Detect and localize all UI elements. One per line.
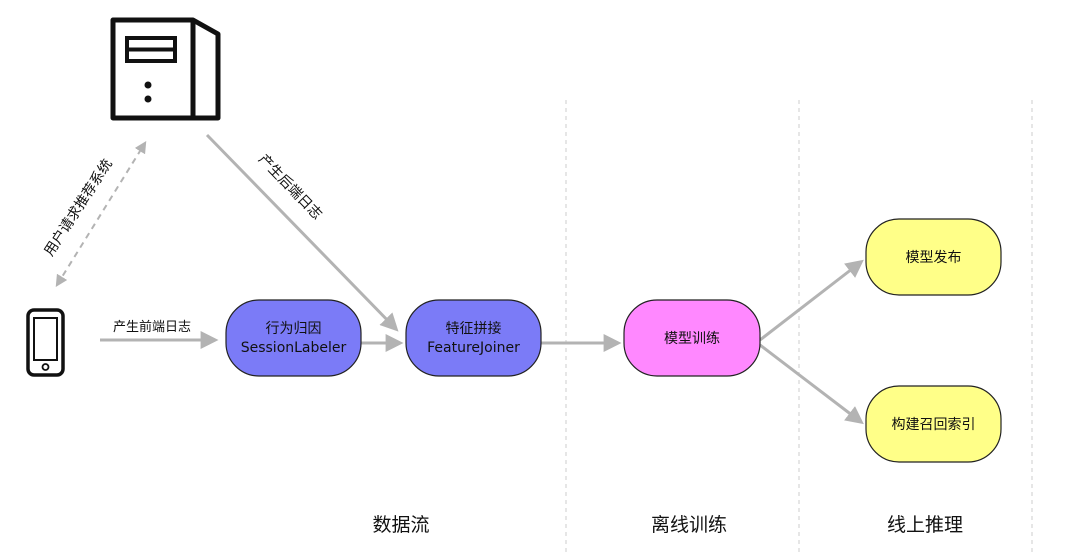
node-model-training: 模型训练 [623, 299, 761, 377]
edges [55, 133, 864, 425]
section-label-data-flow: 数据流 [372, 514, 429, 536]
section-dividers [565, 100, 1033, 553]
node-label: 模型训练 [664, 331, 720, 347]
section-label-online-inference: 线上推理 [887, 514, 963, 536]
node-shape [623, 299, 761, 377]
edge-training-to-publish [759, 259, 864, 342]
node-shape [405, 299, 542, 377]
node-label-en: FeatureJoiner [427, 340, 520, 356]
edge-user-request [55, 140, 147, 288]
node-label-cn: 特征拼接 [446, 320, 502, 337]
edge-backend-log [205, 133, 399, 332]
node-label-cn: 行为归因 [266, 320, 322, 337]
node-label: 构建召回索引 [892, 416, 976, 433]
node-session-labeler: 行为归因 SessionLabeler [225, 299, 362, 377]
node-label: 模型发布 [906, 250, 962, 266]
node-feature-joiner: 特征拼接 FeatureJoiner [405, 299, 542, 377]
edge-training-to-index [759, 343, 864, 425]
edge-label-backend-log: 产生后端日志 [255, 151, 325, 223]
node-shape [865, 218, 1002, 296]
edge-label-frontend-log: 产生前端日志 [113, 319, 191, 335]
node-shape [225, 299, 362, 377]
node-model-publish: 模型发布 [865, 218, 1002, 296]
node-build-index: 构建召回索引 [865, 385, 1002, 463]
section-label-offline-training: 离线训练 [651, 514, 727, 536]
server-icon [110, 17, 221, 121]
node-label-en: SessionLabeler [241, 340, 347, 356]
mobile-phone-icon [26, 308, 65, 377]
node-shape [865, 385, 1002, 463]
